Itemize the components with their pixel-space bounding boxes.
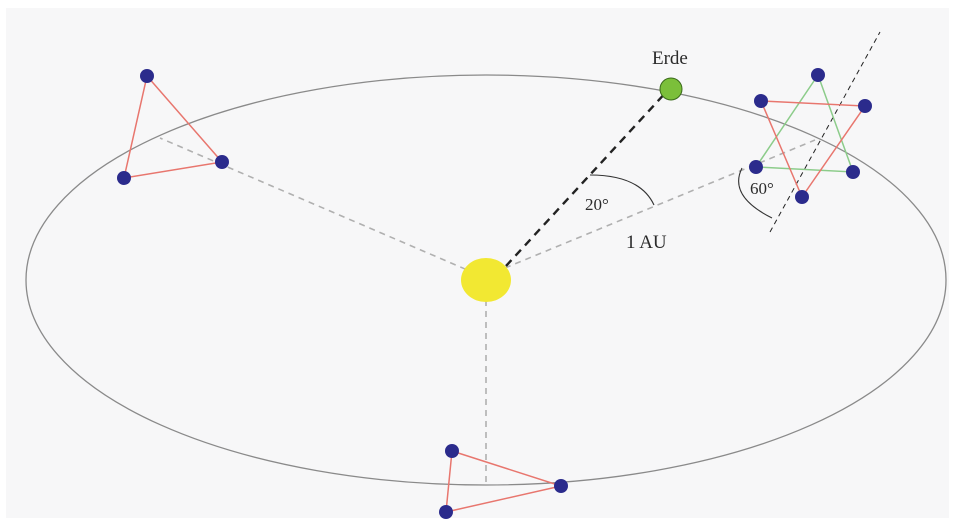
spacecraft-dot	[215, 155, 229, 169]
spacecraft-dot	[140, 69, 154, 83]
spacecraft-dot	[795, 190, 809, 204]
spacecraft-dot	[445, 444, 459, 458]
guide-line-left	[159, 137, 487, 279]
spacecraft-dot	[846, 165, 860, 179]
sun	[461, 258, 511, 302]
earth	[659, 77, 683, 101]
angle-arc-20	[589, 174, 655, 206]
spacecraft-dot	[554, 479, 568, 493]
spacecraft-dot	[811, 68, 825, 82]
spacecraft-triangle-bottom	[439, 444, 568, 519]
spacecraft-dot	[439, 505, 453, 519]
spacecraft-dot	[858, 99, 872, 113]
earth-line	[505, 88, 670, 267]
angle-arc-60	[738, 167, 773, 219]
spacecraft-dot	[754, 94, 768, 108]
angle-label-20: 20°	[585, 195, 609, 214]
earth-label: Erde	[652, 48, 688, 69]
guide-line-right	[504, 139, 816, 269]
plane-tilt-line	[769, 31, 881, 233]
spacecraft-dot	[117, 171, 131, 185]
spacecraft-triangle-left	[117, 69, 229, 185]
distance-label: 1 AU	[626, 232, 667, 253]
spacecraft-dot	[749, 160, 763, 174]
angle-label-60: 60°	[750, 179, 774, 198]
earth-orbit	[25, 74, 947, 486]
spacecraft-triangles-right	[749, 68, 872, 204]
